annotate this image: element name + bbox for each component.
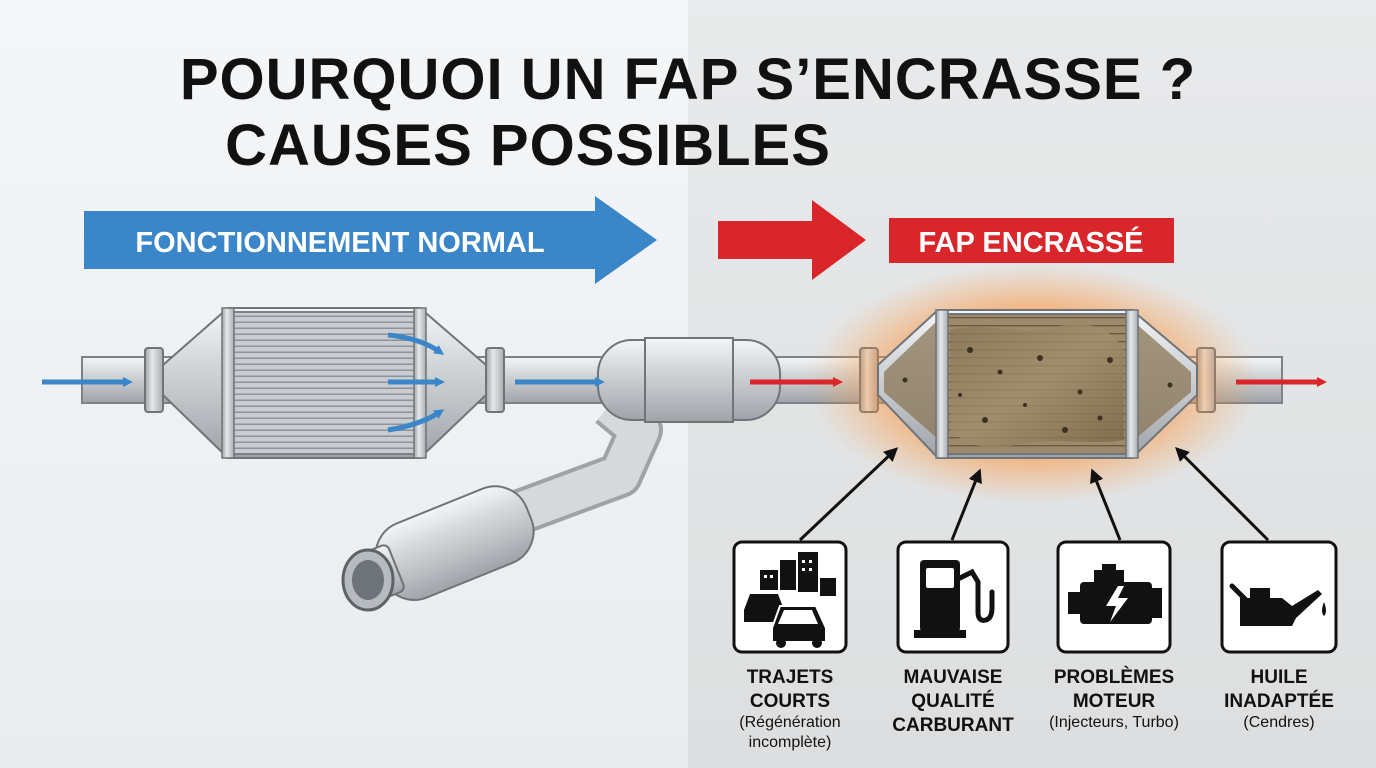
- cause-card-1: [732, 540, 848, 654]
- cause-pointers: [798, 447, 1270, 542]
- cause-4-title: HUILE INADAPTÉE: [1224, 667, 1334, 712]
- engine-warning-icon: [1068, 564, 1162, 624]
- fuel-pump-icon: [914, 560, 995, 638]
- exhaust-system: [81, 263, 1283, 612]
- pointer-arrow: [1090, 468, 1122, 541]
- cause-4-subtitle: (Cendres): [1243, 714, 1315, 731]
- cause-card-2: [896, 540, 1010, 654]
- normal-operation-banner: FONCTIONNEMENT NORMAL: [84, 196, 657, 284]
- clogged-filter: [877, 309, 1198, 459]
- clogged-arrow-shape: [718, 200, 866, 280]
- cause-3-title: PROBLÈMES MOTEUR: [1053, 667, 1175, 712]
- cause-3-subtitle: (Injecteurs, Turbo): [1049, 714, 1179, 731]
- pointer-arrow: [1175, 447, 1270, 542]
- pointer-arrow: [950, 468, 982, 541]
- flange: [485, 347, 505, 413]
- clogged-label-box: [889, 218, 1174, 263]
- cause-1-subtitle: (Régénération incomplète): [739, 714, 841, 751]
- oil-can-icon: [1229, 583, 1326, 626]
- page-title-line-1: POURQUOI UN FAP S’ENCRASSE ?: [179, 47, 1197, 112]
- clean-filter: [162, 307, 487, 459]
- clogged-dpf-label: FAP ENCRASSÉ: [918, 225, 1143, 259]
- pointer-arrow: [798, 447, 899, 542]
- flow-arrow-filter-bottom: [387, 409, 445, 433]
- cause-icon-box: [1220, 540, 1338, 654]
- flange: [144, 347, 164, 413]
- city-traffic-icon: [744, 552, 836, 648]
- normal-arrow-shape: [84, 196, 657, 284]
- clean-filter-core: [231, 311, 417, 455]
- clogged-dpf-banner: FAP ENCRASSÉ: [718, 200, 1174, 280]
- cause-1-title: TRAJETS COURTS: [746, 667, 834, 712]
- flow-arrows: [42, 332, 1327, 433]
- cause-card-3: [1056, 540, 1172, 654]
- cause-2-title: MAUVAISE QUALITÉ CARBURANT: [892, 667, 1014, 736]
- cause-card-4: [1220, 540, 1338, 654]
- normal-operation-label: FONCTIONNEMENT NORMAL: [135, 227, 544, 259]
- flow-arrow-filter-top: [387, 332, 445, 355]
- page-title-line-2: CAUSES POSSIBLES: [225, 113, 831, 178]
